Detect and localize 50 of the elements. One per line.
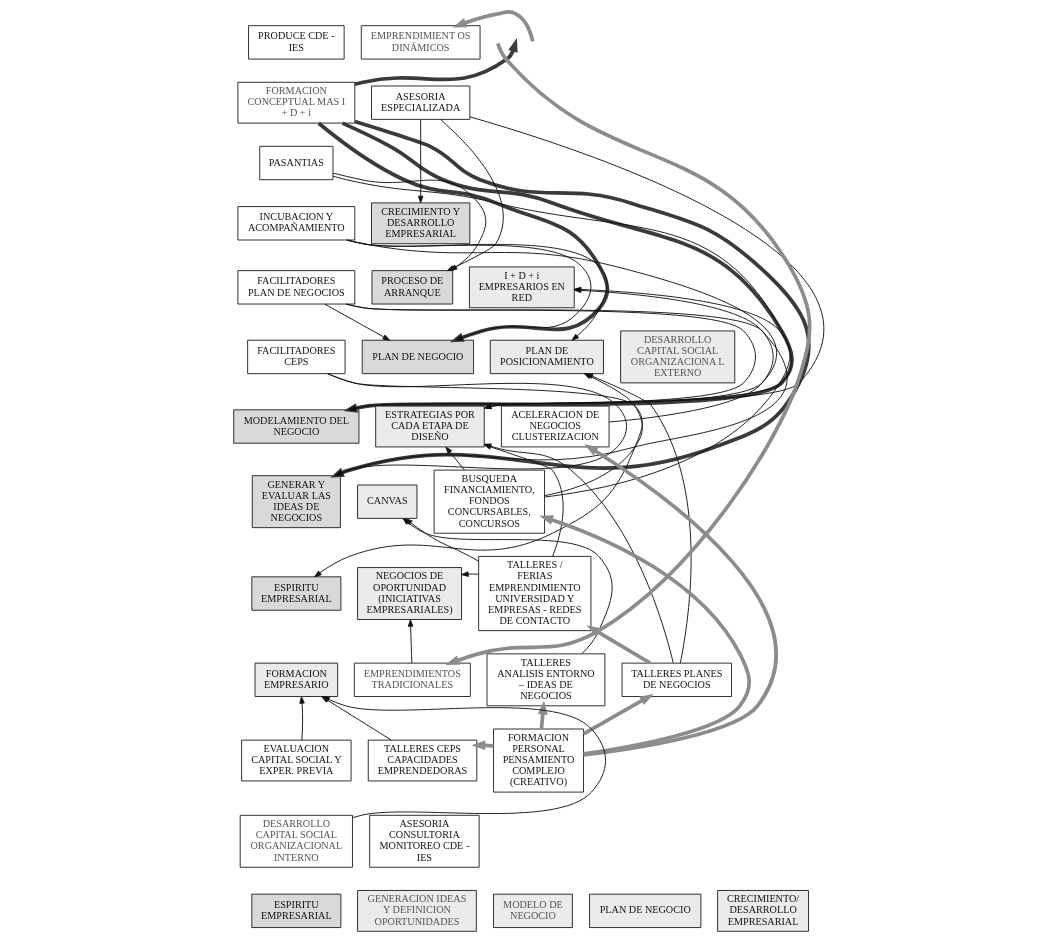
- arrow: [330, 119, 811, 478]
- node-box: CRECIMIENTO Y DESARROLLO EMPRESARIAL: [371, 202, 471, 245]
- arrow: [461, 571, 479, 577]
- node-box: PLAN DE POSICIONAMIENTO: [489, 339, 604, 375]
- arrow: [354, 38, 518, 87]
- node-box: BUSQUEDA FINANCIAMIENTO, FONDOS CONCURSABLES, CONCURSOS: [433, 469, 545, 534]
- arrow: [452, 10, 535, 42]
- node-box: CANVAS: [357, 484, 418, 519]
- node-box: TALLERES CEPS CAPACIDADES EMPRENDEDORAS: [367, 739, 478, 782]
- arrow: [582, 693, 654, 736]
- node-box: GENERACION IDEAS Y DEFINICION OPORTUNIDADES: [357, 890, 477, 932]
- node-box: NEGOCIOS DE OPORTUNIDAD (INICIATIVAS EMPRESARIALES): [357, 567, 462, 620]
- node-box: PRODUCE CDE - IES: [248, 25, 345, 60]
- node-box: INCUBACION Y ACOMPAÑAMIENTO: [237, 206, 356, 241]
- node-box: DESARROLLO CAPITAL SOCIAL ORGANIZACIONA L EXTERNO: [620, 330, 736, 384]
- node-box: ESTRATEGIAS POR CADA ETAPA DE DISEÑO: [375, 405, 485, 448]
- node-box: ASESORIA CONSULTORIA MONITOREO CDE - IES: [369, 814, 480, 868]
- node-box: ASESORIA ESPECIALIZADA: [371, 85, 471, 120]
- node-box: ESPIRITU EMPRESARIAL: [251, 576, 342, 611]
- arrow: [324, 303, 391, 341]
- node-box: EVALUACION CAPITAL SOCIAL Y EXPER. PREVIA: [241, 739, 352, 782]
- node-box: PLAN DE NEGOCIO: [361, 339, 475, 375]
- node-box: GENERAR Y EVALUAR LAS IDEAS DE NEGOCIOS: [251, 475, 341, 529]
- node-box: FACILITADORES CEPS: [247, 339, 346, 375]
- node-box: I + D + i EMPRESARIOS EN RED: [468, 266, 575, 309]
- node-box: FACILITADORES PLAN DE NEGOCIOS: [237, 270, 356, 305]
- node-box: EMPRENDIMIENT OS DINÁMICOS: [360, 25, 481, 60]
- node-box: FORMACION CONCEPTUAL MAS I + D + i: [237, 81, 356, 124]
- node-box: FORMACION EMPRESARIO: [254, 662, 339, 697]
- node-box: TALLERES PLANES DE NEGOCIOS: [621, 662, 732, 697]
- arrow: [299, 696, 305, 741]
- node-box: MODELO DE NEGOCIO: [493, 893, 573, 929]
- arrow: [341, 121, 794, 413]
- node-box: EMPRENDIMIENTOS TRADICIONALES: [353, 662, 471, 697]
- node-box: DESARROLLO CAPITAL SOCIAL ORGANIZACIONAL INTERNO: [239, 814, 353, 868]
- arrow: [445, 446, 465, 471]
- node-box: TALLERES / FERIAS EMPRENDIMIENTO UNIVERSIDAD Y EMPRESAS - REDES DE CONTACTO: [478, 555, 592, 632]
- arrow: [346, 239, 778, 412]
- node-box: TALLERES ANALISIS ENTORNO – IDEAS DE NEGOCIOS: [486, 653, 606, 707]
- arrow: [417, 119, 424, 204]
- node-box: ACELERACION DE NEGOCIOS CLUSTERIZACION: [500, 405, 610, 448]
- node-box: PLAN DE NEGOCIO: [589, 893, 702, 929]
- arrow: [407, 619, 414, 664]
- node-box: CRECIMIENTO/ DESARROLLO EMPRESARIAL: [717, 890, 809, 932]
- arrow: [332, 175, 792, 410]
- node-box: PASANTIAS: [259, 145, 334, 181]
- node-box: ESPIRITU EMPRESARIAL: [251, 893, 342, 929]
- node-box: MODELAMIENTO DEL NEGOCIO: [233, 409, 360, 444]
- node-box: PROCESO DE ARRANQUE: [371, 270, 454, 305]
- node-box: FORMACION PERSONAL PENSAMIENTO COMPLEJO (CREATIVO): [493, 728, 584, 793]
